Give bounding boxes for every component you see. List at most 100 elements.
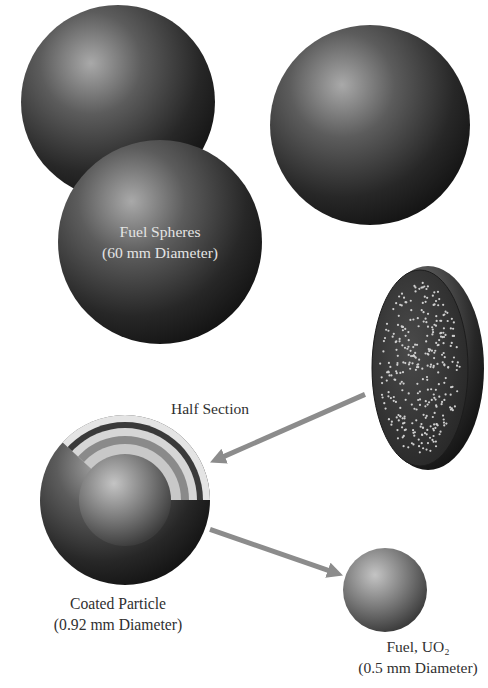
- particle-dot: [421, 433, 423, 435]
- particle-dot: [427, 353, 429, 355]
- particle-dot: [428, 401, 430, 403]
- particle-dot: [403, 382, 405, 384]
- particle-dot: [391, 421, 393, 423]
- particle-dot: [404, 362, 406, 364]
- particle-dot: [416, 344, 418, 346]
- particle-dot: [432, 329, 434, 331]
- particle-dot: [436, 363, 438, 365]
- particle-dot: [429, 450, 431, 452]
- particle-dot: [437, 304, 439, 306]
- particle-dot: [394, 379, 396, 381]
- particle-dot: [459, 366, 461, 368]
- particle-dots: [379, 282, 461, 454]
- particle-dot: [387, 371, 389, 373]
- particle-dot: [421, 442, 423, 444]
- particle-dot: [433, 423, 435, 425]
- particle-dot: [429, 366, 431, 368]
- particle-dot: [421, 434, 423, 436]
- particle-dot: [435, 389, 437, 391]
- particle-dot: [426, 415, 428, 417]
- particle-dot: [404, 328, 406, 330]
- label-text: Coated Particle (0.92 mm Diameter): [23, 593, 213, 635]
- particle-dot: [447, 366, 449, 368]
- particle-dot: [414, 352, 416, 354]
- particle-dot: [403, 417, 405, 419]
- particle-dot: [404, 301, 406, 303]
- particle-dot: [393, 396, 395, 398]
- particle-dot: [430, 388, 432, 390]
- particle-dot: [426, 379, 428, 381]
- particle-dot: [425, 448, 427, 450]
- text-line: Coated Particle: [23, 593, 213, 614]
- particle-dot: [399, 383, 401, 385]
- particle-dot: [425, 288, 427, 290]
- particle-dot: [397, 437, 399, 439]
- half-section-node: Half Section: [365, 265, 485, 471]
- particle-dot: [422, 302, 424, 304]
- particle-dot: [443, 364, 445, 366]
- particle-dot: [441, 336, 443, 338]
- particle-dot: [453, 356, 455, 358]
- particle-dot: [431, 333, 433, 335]
- particle-dot: [439, 332, 441, 334]
- particle-dot: [410, 309, 412, 311]
- particle-dot: [412, 432, 414, 434]
- particle-dot: [395, 341, 397, 343]
- particle-dot: [430, 425, 432, 427]
- particle-dot: [436, 320, 438, 322]
- particle-dot: [419, 404, 421, 406]
- particle-dot: [432, 435, 434, 437]
- particle-dot: [384, 337, 386, 339]
- particle-dot: [398, 340, 400, 342]
- particle-dot: [388, 371, 390, 373]
- particle-dot: [417, 317, 419, 319]
- particle-dot: [446, 312, 448, 314]
- particle-dot: [433, 397, 435, 399]
- particle-dot: [408, 339, 410, 341]
- particle-dot: [416, 366, 418, 368]
- particle-dot: [431, 326, 433, 328]
- particle-dot: [405, 429, 407, 431]
- particle-dot: [435, 398, 437, 400]
- particle-dot: [390, 374, 392, 376]
- particle-dot: [393, 378, 395, 380]
- particle-dot: [413, 408, 415, 410]
- particle-dot: [414, 290, 416, 292]
- particle-dot: [405, 399, 407, 401]
- particle-dot: [430, 364, 432, 366]
- particle-dot: [415, 408, 417, 410]
- particle-dot: [443, 313, 445, 315]
- particle-dot: [418, 288, 420, 290]
- particle-dot: [441, 401, 443, 403]
- particle-dot: [395, 302, 397, 304]
- particle-dot: [424, 296, 426, 298]
- particle-dot: [435, 406, 437, 408]
- particle-dot: [452, 328, 454, 330]
- particle-dot: [451, 361, 453, 363]
- particle-dot: [440, 403, 442, 405]
- text-line: Fuel Spheres: [80, 221, 240, 242]
- particle-dot: [395, 401, 397, 403]
- particle-dot: [432, 366, 434, 368]
- particle-dot: [444, 356, 446, 358]
- particle-dot: [401, 325, 403, 327]
- half-sphere-cut-face: [372, 270, 468, 466]
- particle-dot: [420, 286, 422, 288]
- particle-dot: [432, 304, 434, 306]
- particle-dot: [437, 344, 439, 346]
- particle-dot: [427, 353, 429, 355]
- arrow-connector: [210, 529, 335, 572]
- particle-dot: [427, 365, 429, 367]
- particle-dot: [385, 329, 387, 331]
- particle-dot: [393, 400, 395, 402]
- particle-dot: [444, 334, 446, 336]
- particle-dot: [457, 361, 459, 363]
- particle-dot: [387, 330, 389, 332]
- particle-dot: [447, 366, 449, 368]
- particle-dot: [387, 395, 389, 397]
- particle-dot: [413, 435, 415, 437]
- particle-dot: [437, 424, 439, 426]
- particle-dot: [426, 335, 428, 337]
- particle-dot: [401, 426, 403, 428]
